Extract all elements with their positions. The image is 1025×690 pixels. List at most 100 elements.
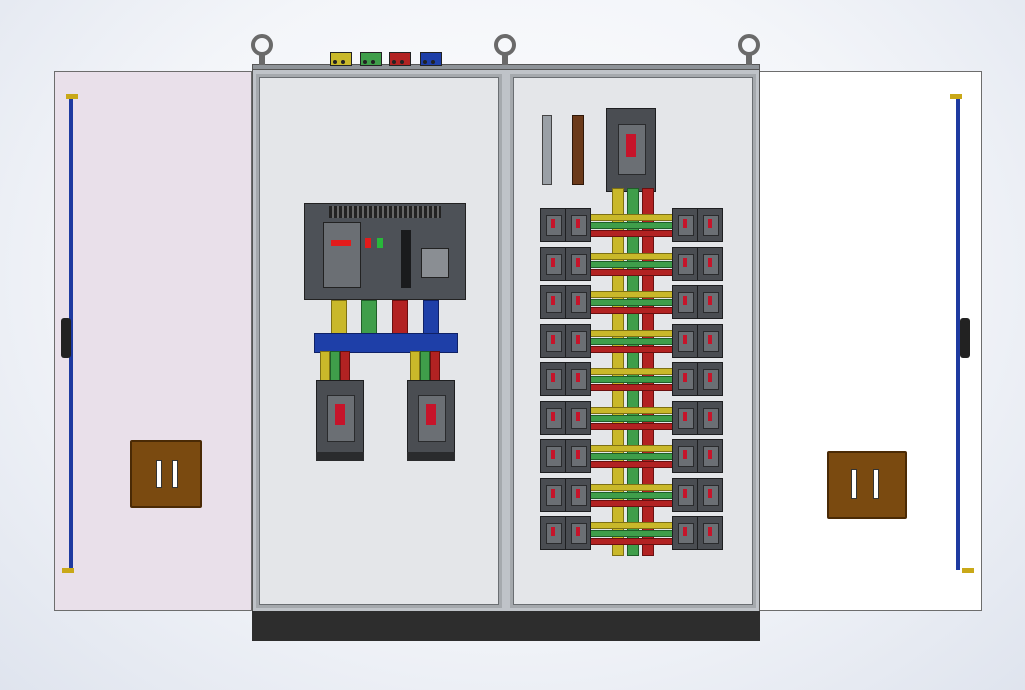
branch-breaker-right[interactable]	[697, 285, 723, 319]
breaker-toggle[interactable]	[707, 488, 713, 498]
breaker-toggle[interactable]	[550, 372, 556, 382]
branch-breaker-left[interactable]	[540, 478, 566, 512]
incoming-mccb[interactable]	[606, 108, 656, 192]
breaker-toggle[interactable]	[550, 295, 556, 305]
mccb-toggle[interactable]	[335, 403, 345, 426]
breaker-toggle[interactable]	[550, 411, 556, 421]
breaker-toggle[interactable]	[575, 218, 581, 228]
breaker-toggle[interactable]	[550, 334, 556, 344]
left-door-rod	[69, 98, 73, 570]
lifting-eye-icon	[738, 34, 760, 56]
breaker-toggle[interactable]	[575, 526, 581, 536]
breaker-toggle[interactable]	[550, 218, 556, 228]
branch-breaker-left[interactable]	[540, 208, 566, 242]
branch-breaker-right[interactable]	[697, 516, 723, 550]
branch-breaker-left[interactable]	[565, 439, 591, 473]
breaker-toggle[interactable]	[682, 372, 688, 382]
breaker-toggle[interactable]	[682, 488, 688, 498]
branch-breaker-right[interactable]	[697, 208, 723, 242]
branch-breaker-right[interactable]	[697, 247, 723, 281]
branch-breaker-right[interactable]	[697, 401, 723, 435]
acb-off-button[interactable]	[365, 238, 371, 248]
branch-breaker-left[interactable]	[565, 324, 591, 358]
air-circuit-breaker[interactable]	[304, 203, 466, 300]
breaker-toggle[interactable]	[707, 372, 713, 382]
breaker-toggle[interactable]	[550, 488, 556, 498]
branch-breaker-right[interactable]	[697, 362, 723, 396]
branch-breaker-right[interactable]	[672, 439, 698, 473]
branch-breaker-right[interactable]	[672, 362, 698, 396]
breaker-toggle[interactable]	[575, 449, 581, 459]
branch-breaker-right[interactable]	[672, 324, 698, 358]
breaker-toggle[interactable]	[575, 488, 581, 498]
phase-b-riser	[361, 300, 377, 337]
branch-breaker-left[interactable]	[565, 401, 591, 435]
right-door[interactable]	[758, 71, 982, 611]
branch-breaker-left[interactable]	[540, 439, 566, 473]
branch-breaker-right[interactable]	[672, 478, 698, 512]
breaker-toggle[interactable]	[707, 526, 713, 536]
breaker-toggle[interactable]	[707, 295, 713, 305]
breaker-toggle[interactable]	[682, 411, 688, 421]
outgoing-mccb-2[interactable]	[407, 380, 455, 458]
branch-breaker-left[interactable]	[540, 516, 566, 550]
breaker-toggle[interactable]	[707, 411, 713, 421]
breaker-toggle[interactable]	[550, 449, 556, 459]
branch-breaker-right[interactable]	[697, 439, 723, 473]
branch-breaker-left[interactable]	[540, 362, 566, 396]
branch-breaker-left[interactable]	[540, 401, 566, 435]
branch-breaker-right[interactable]	[672, 401, 698, 435]
mccb-toggle[interactable]	[626, 133, 636, 157]
branch-breaker-left[interactable]	[540, 247, 566, 281]
breaker-toggle[interactable]	[682, 295, 688, 305]
mccb-terminals	[407, 452, 455, 461]
branch-breaker-left[interactable]	[565, 516, 591, 550]
branch-feeder-bar	[588, 346, 676, 353]
branch-breaker-left[interactable]	[565, 285, 591, 319]
breaker-toggle[interactable]	[550, 526, 556, 536]
branch-breaker-left[interactable]	[540, 324, 566, 358]
left-door-handle[interactable]	[130, 440, 202, 508]
handle-slot	[156, 460, 162, 488]
mccb-toggle[interactable]	[426, 403, 436, 426]
branch-breaker-left[interactable]	[565, 208, 591, 242]
breaker-toggle[interactable]	[707, 449, 713, 459]
breaker-toggle[interactable]	[575, 411, 581, 421]
acb-handle[interactable]	[401, 230, 411, 288]
branch-breaker-left[interactable]	[565, 478, 591, 512]
breaker-toggle[interactable]	[707, 334, 713, 344]
acb-vent	[329, 206, 441, 218]
terminal-strip	[542, 115, 552, 185]
branch-breaker-right[interactable]	[672, 247, 698, 281]
branch-breaker-left[interactable]	[565, 247, 591, 281]
breaker-toggle[interactable]	[575, 334, 581, 344]
breaker-toggle[interactable]	[682, 526, 688, 536]
branch-breaker-right[interactable]	[697, 478, 723, 512]
breaker-toggle[interactable]	[682, 218, 688, 228]
breaker-toggle[interactable]	[575, 257, 581, 267]
branch-feeder-bar	[588, 461, 676, 468]
handle-slot	[873, 469, 879, 499]
branch-breaker-left[interactable]	[540, 285, 566, 319]
breaker-toggle[interactable]	[707, 257, 713, 267]
lifting-eye-icon	[494, 34, 516, 56]
branch-breaker-right[interactable]	[672, 516, 698, 550]
breaker-toggle[interactable]	[575, 372, 581, 382]
branch-breaker-right[interactable]	[697, 324, 723, 358]
right-door-handle[interactable]	[827, 451, 907, 519]
right-door-latch[interactable]	[960, 318, 970, 358]
breaker-toggle[interactable]	[682, 334, 688, 344]
outgoing-mccb-1[interactable]	[316, 380, 364, 458]
branch-breaker-right[interactable]	[672, 285, 698, 319]
breaker-toggle[interactable]	[550, 257, 556, 267]
branch-breaker-left[interactable]	[565, 362, 591, 396]
left-door[interactable]	[54, 71, 252, 611]
acb-on-button[interactable]	[377, 238, 383, 248]
left-door-latch[interactable]	[61, 318, 71, 358]
breaker-toggle[interactable]	[682, 257, 688, 267]
lifting-eye-stem	[502, 55, 508, 65]
breaker-toggle[interactable]	[707, 218, 713, 228]
breaker-toggle[interactable]	[682, 449, 688, 459]
branch-breaker-right[interactable]	[672, 208, 698, 242]
breaker-toggle[interactable]	[575, 295, 581, 305]
